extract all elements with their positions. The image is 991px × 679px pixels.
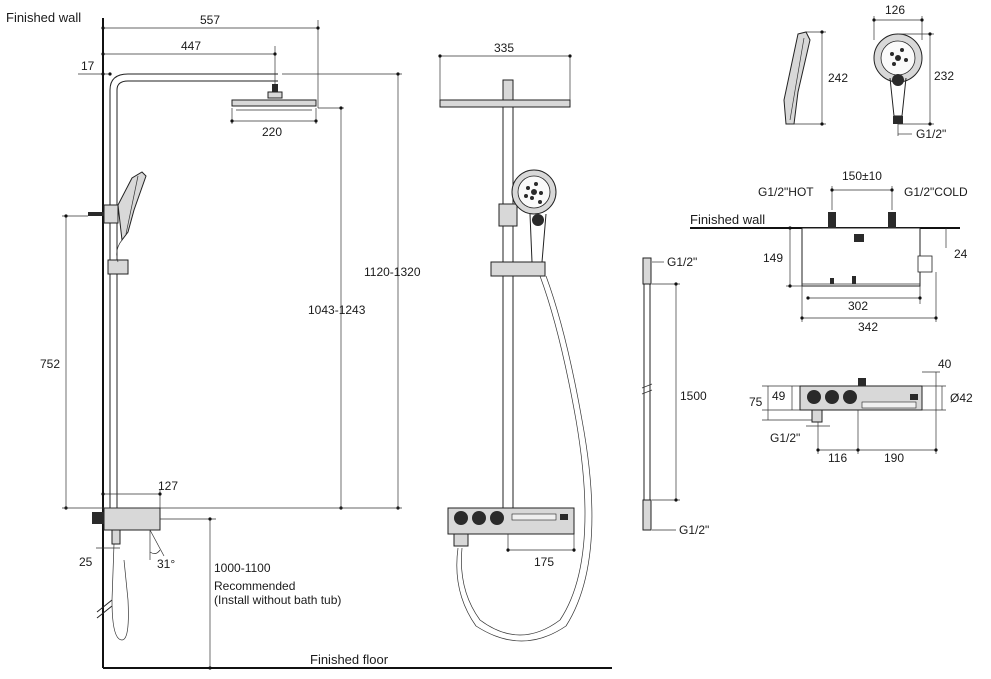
recommended-range-label: 1000-1100 [214,561,271,575]
hot-inlet-label: G1/2"HOT [758,185,814,199]
dim-116: 116 [828,451,847,465]
hose-thread-top: G1/2" [667,255,697,269]
hose-thread-bottom: G1/2" [679,523,709,537]
dim-335: 335 [494,41,514,55]
valve-top-view [690,186,960,322]
dim-752: 752 [40,357,60,371]
mixer-side [103,507,161,531]
dim-40: 40 [938,357,952,371]
dim-149: 149 [763,251,783,265]
dim-17: 17 [81,59,95,73]
dim-127: 127 [158,479,178,493]
dim-42-diameter: Ø42 [950,391,973,405]
valve-front-view [762,371,946,454]
dim-242: 242 [828,71,848,85]
dim-1043-1243: 1043-1243 [308,303,366,317]
dim-232: 232 [934,69,954,83]
dim-49: 49 [772,389,786,403]
overhead-shower-front [439,99,571,108]
finished-floor-label: Finished floor [310,652,389,667]
hand-shower-thread: G1/2" [916,127,946,141]
dim-302: 302 [848,299,868,313]
dim-190: 190 [884,451,904,465]
side-view [62,18,612,670]
mixer-front [447,507,575,535]
valve-thread: G1/2" [770,431,800,445]
finished-wall-label: Finished wall [6,10,81,25]
recommended-label: Recommended [214,579,295,593]
dim-220: 220 [262,125,282,139]
dim-24: 24 [954,247,968,261]
dim-447: 447 [181,39,201,53]
hand-shower-detail [783,16,934,136]
cold-inlet-label: G1/2"COLD [904,185,968,199]
hose-detail [641,257,680,531]
dim-175: 175 [534,555,554,569]
dim-1120-1320: 1120-1320 [364,265,421,279]
dim-75: 75 [749,395,763,409]
dim-31-deg: 31° [157,557,175,571]
dim-126: 126 [885,3,905,17]
hose-length: 1500 [680,389,707,403]
dim-25: 25 [79,555,93,569]
dim-150-spacing: 150±10 [842,169,882,183]
dim-342: 342 [858,320,878,334]
install-note-label: (Install without bath tub) [214,593,341,607]
finished-wall-label-2: Finished wall [690,212,765,227]
overhead-shower-head [231,99,317,107]
front-view [438,54,593,642]
dim-557: 557 [200,13,220,27]
